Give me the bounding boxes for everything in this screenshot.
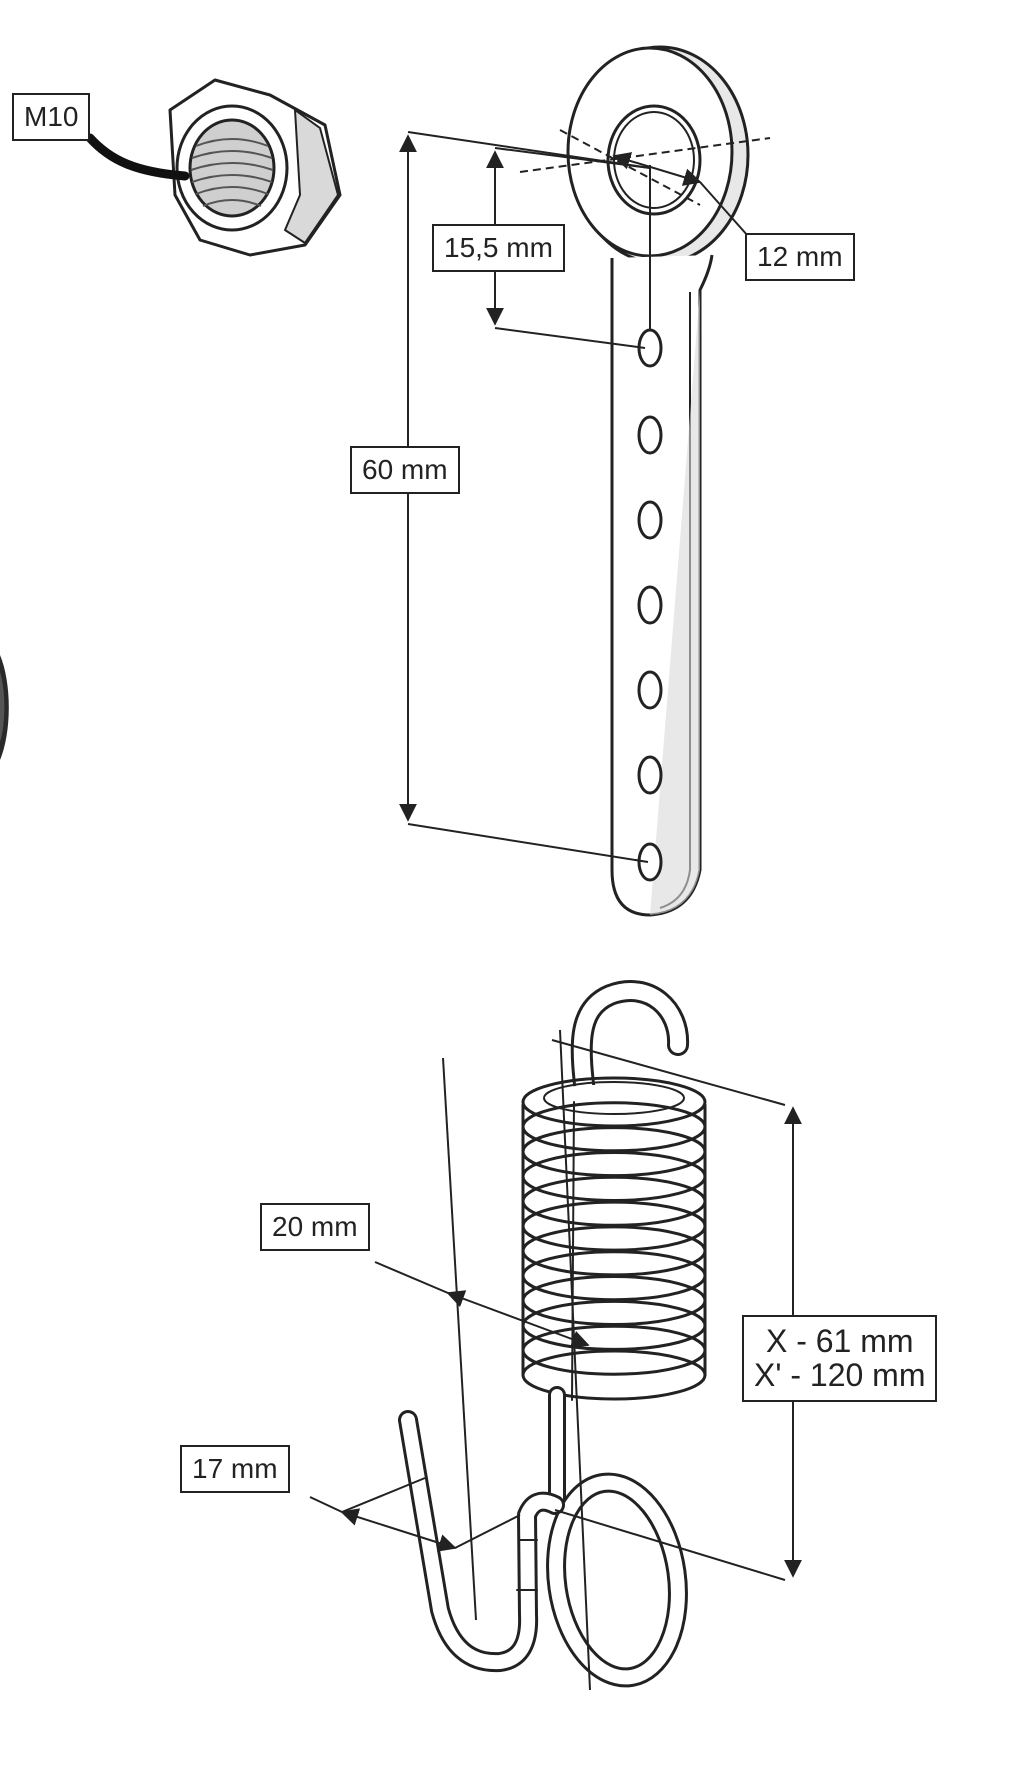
nut-size-label: M10: [12, 93, 91, 142]
hook-width-label: 17 mm: [180, 1445, 290, 1494]
nut-leader-line: [85, 133, 190, 181]
edge-disc-icon: [0, 655, 9, 760]
extension-spring-icon: [398, 980, 707, 1688]
hole-diameter-label: 12 mm: [745, 233, 855, 282]
spring-coil: [521, 1076, 707, 1128]
spring-length-label: X - 61 mm X' - 120 mm: [742, 1315, 938, 1403]
spring-length-x-prime: X' - 120 mm: [754, 1356, 926, 1393]
hole-offset-label: 15,5 mm: [432, 224, 565, 273]
spring-coil-inner: [543, 1081, 685, 1115]
spring-dimension-lines: [309, 1029, 802, 1691]
bracket-length-label: 60 mm: [350, 446, 460, 495]
spring-length-x: X - 61 mm: [765, 1323, 914, 1359]
perforated-bracket-icon: [566, 45, 750, 917]
spring-diameter-label: 20 mm: [260, 1203, 370, 1252]
hex-nut-icon: [168, 78, 342, 257]
